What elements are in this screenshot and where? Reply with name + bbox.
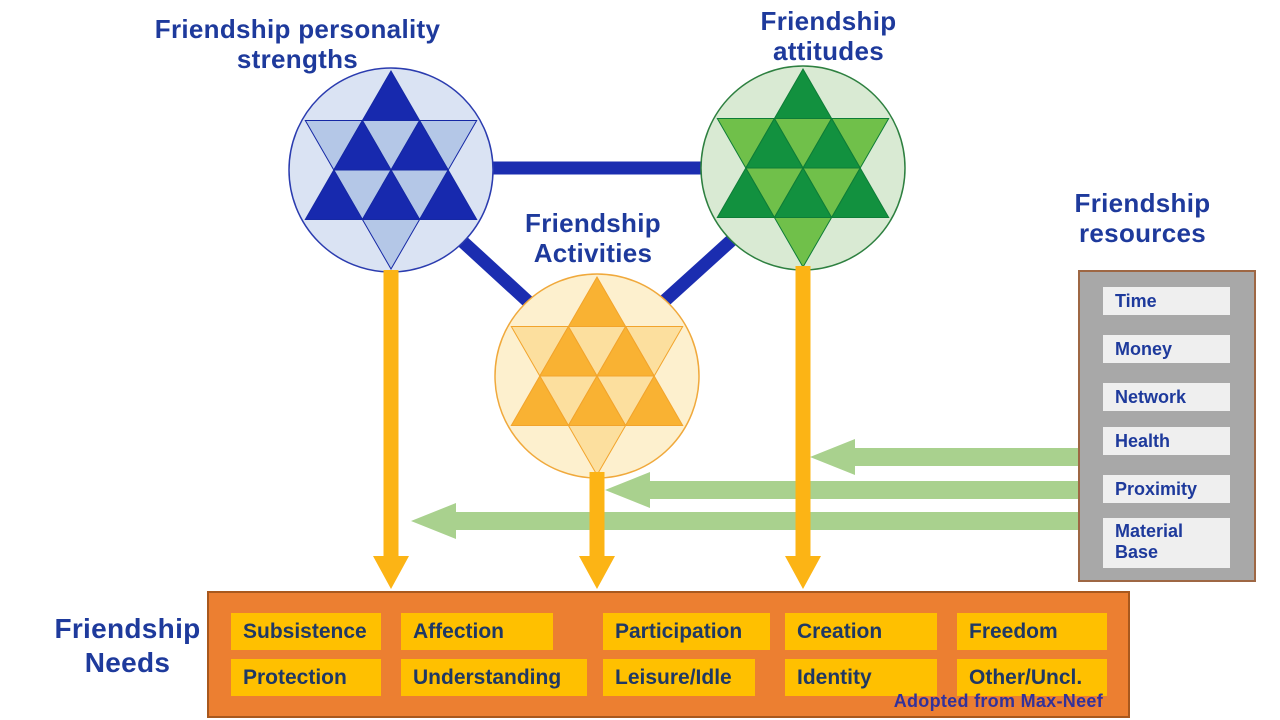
title-line: Friendship personality bbox=[154, 14, 441, 44]
need-item-identity: Identity bbox=[785, 659, 937, 696]
resource-item-network: Network bbox=[1103, 383, 1230, 411]
attitudes-star-strong bbox=[716, 68, 890, 218]
personality-star-strong bbox=[304, 70, 478, 220]
title-line: Friendship bbox=[760, 6, 897, 36]
title-line: Friendship bbox=[1074, 188, 1211, 218]
need-item-understanding: Understanding bbox=[401, 659, 587, 696]
source-caption: Adopted from Max-Neef bbox=[893, 691, 1103, 711]
need-item-other-uncl: Other/Uncl. bbox=[957, 659, 1107, 696]
arrow-resources-to-attitudes bbox=[810, 439, 1080, 475]
need-item-protection: Protection bbox=[231, 659, 381, 696]
need-item-subsistence: Subsistence bbox=[231, 613, 381, 650]
title-line: Friendship bbox=[525, 208, 661, 238]
activities-star-strong bbox=[510, 276, 684, 426]
personality-strengths-node bbox=[288, 67, 494, 273]
attitudes-node bbox=[700, 65, 906, 271]
resources-panel: Time Money Network Health Proximity Mate… bbox=[1078, 270, 1256, 582]
arrow-resources-to-activities bbox=[605, 472, 1080, 508]
activities-node bbox=[494, 273, 700, 479]
needs-panel: Subsistence Affection Participation Crea… bbox=[207, 591, 1130, 718]
need-item-affection: Affection bbox=[401, 613, 553, 650]
attitudes-title: Friendship attitudes bbox=[726, 6, 931, 66]
activities-title: Friendship Activities bbox=[488, 208, 698, 268]
need-item-creation: Creation bbox=[785, 613, 937, 650]
resource-item-proximity: Proximity bbox=[1103, 475, 1230, 503]
arrow-resources-to-personality bbox=[411, 503, 1080, 539]
need-item-freedom: Freedom bbox=[957, 613, 1107, 650]
title-line: Activities bbox=[533, 238, 653, 268]
resource-item-money: Money bbox=[1103, 335, 1230, 363]
arrow-activities-to-needs bbox=[579, 472, 615, 589]
resource-item-health: Health bbox=[1103, 427, 1230, 455]
resource-item-material-base: Material Base bbox=[1103, 518, 1230, 568]
needs-title: Friendship Needs bbox=[25, 612, 230, 680]
need-item-participation: Participation bbox=[603, 613, 770, 650]
title-line: Needs bbox=[84, 647, 171, 678]
arrow-personality-to-needs bbox=[373, 270, 409, 589]
title-line: resources bbox=[1079, 218, 1206, 248]
title-line: attitudes bbox=[772, 36, 885, 66]
title-line: strengths bbox=[236, 44, 359, 74]
connector-personality-activities bbox=[445, 225, 540, 313]
arrow-attitudes-to-needs bbox=[785, 266, 821, 589]
resources-title: Friendship resources bbox=[1040, 188, 1245, 248]
title-line: Friendship bbox=[54, 613, 201, 644]
resource-item-time: Time bbox=[1103, 287, 1230, 315]
need-item-leisure-idle: Leisure/Idle bbox=[603, 659, 755, 696]
personality-strengths-title: Friendship personality strengths bbox=[140, 14, 455, 74]
